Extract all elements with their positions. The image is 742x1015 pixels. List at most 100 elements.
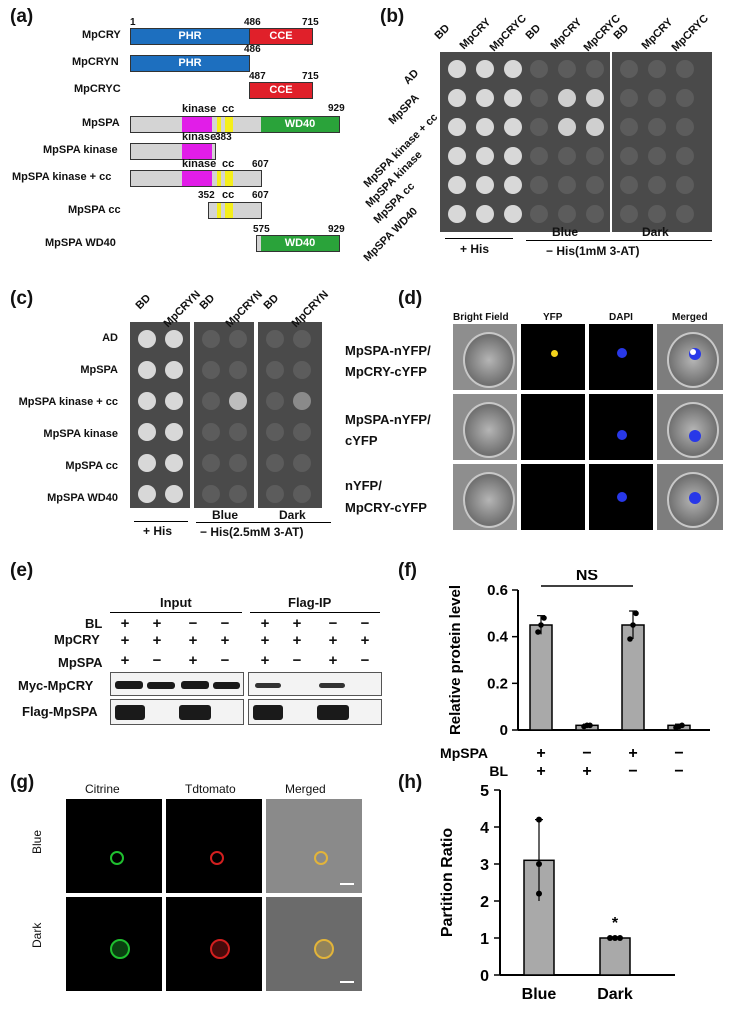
domain-row-label: MpSPA WD40 xyxy=(45,237,116,249)
mpspa-wd40-bar: WD40 xyxy=(256,235,340,252)
panel-label-g: (g) xyxy=(10,772,35,793)
row-label: MpSPA xyxy=(80,364,118,376)
column-label: MpCRYC xyxy=(669,12,711,55)
micrograph xyxy=(452,463,518,531)
yeast-spot xyxy=(620,205,638,223)
row-label: MpSPA cc xyxy=(65,460,118,472)
row-label: MpSPA kinase + cc xyxy=(18,396,118,408)
yeast-spot xyxy=(165,485,183,503)
domain-row-label: MpCRYC xyxy=(74,83,121,95)
sign-mark: − xyxy=(220,652,230,669)
panel-label-h: (h) xyxy=(398,772,423,793)
yeast-spot xyxy=(293,392,311,410)
yeast-spot xyxy=(138,330,156,348)
yeast-plate xyxy=(258,322,322,508)
micrograph xyxy=(165,798,263,894)
yeast-spot xyxy=(165,454,183,472)
yeast-spot xyxy=(165,392,183,410)
yeast-spot xyxy=(448,118,466,136)
mpspa-cc-bar xyxy=(208,202,262,219)
micrograph xyxy=(520,393,586,461)
sign-mark: − xyxy=(360,615,370,632)
yeast-spot xyxy=(202,485,220,503)
micrograph xyxy=(165,896,263,992)
cc-domain xyxy=(225,117,233,132)
yeast-plate xyxy=(440,52,528,232)
domain-label: CCE xyxy=(269,30,293,42)
panel-label-b: (b) xyxy=(380,6,405,27)
yeast-spot xyxy=(448,205,466,223)
yeast-spot xyxy=(165,361,183,379)
column-label: BD xyxy=(523,22,544,42)
x-tick-label: Blue xyxy=(522,986,557,1003)
yeast-spot xyxy=(530,176,548,194)
yeast-spot xyxy=(448,60,466,78)
yeast-spot xyxy=(138,361,156,379)
residue-number: 929 xyxy=(328,103,345,114)
yeast-spot xyxy=(165,330,183,348)
micrograph xyxy=(265,896,363,992)
cc-domain xyxy=(225,203,233,218)
scale-bar xyxy=(340,981,354,983)
sign-mark: + xyxy=(120,652,130,669)
residue-number: 607 xyxy=(252,190,269,201)
mpspa-bar: WD40 xyxy=(130,116,340,133)
panel-label-f: (f) xyxy=(398,560,417,581)
row-label: MpSPA xyxy=(386,91,422,127)
data-point xyxy=(541,615,547,621)
fluorescence-signal xyxy=(110,851,124,865)
yeast-spot xyxy=(648,205,666,223)
fluorescence-signal xyxy=(314,851,328,865)
yeast-spot xyxy=(202,454,220,472)
flag-ip-line xyxy=(250,612,380,613)
yeast-spot xyxy=(648,89,666,107)
cc-label: cc xyxy=(222,158,235,170)
column-label: Citrine xyxy=(85,782,120,796)
input-line xyxy=(110,612,242,613)
domain-row-label: MpSPA cc xyxy=(68,204,121,216)
yeast-spot xyxy=(620,89,638,107)
blue-label: Blue xyxy=(212,508,239,522)
sign-mark: − xyxy=(328,615,338,632)
residue-number: 486 xyxy=(244,44,261,55)
kinase-domain xyxy=(182,117,212,132)
domain-label: PHR xyxy=(178,57,202,69)
construct-label: MpCRY-cYFP xyxy=(345,500,427,515)
micrograph xyxy=(452,393,518,461)
bar xyxy=(621,624,645,731)
micrograph xyxy=(65,798,163,894)
yfp-signal xyxy=(551,350,558,357)
domain-row-label: MpCRY xyxy=(82,29,121,41)
yeast-spot xyxy=(293,361,311,379)
residue-number: 487 xyxy=(249,71,266,82)
yeast-spot xyxy=(530,89,548,107)
yeast-spot xyxy=(558,176,576,194)
dapi-signal xyxy=(617,492,627,502)
row-label: MpSPA kinase xyxy=(43,428,118,440)
yeast-spot xyxy=(476,176,494,194)
data-point xyxy=(587,722,593,729)
data-point xyxy=(617,935,623,941)
domain-row-label: MpSPA kinase + cc xyxy=(12,171,112,183)
yeast-spot xyxy=(229,392,247,410)
yeast-spot xyxy=(266,330,284,348)
yeast-spot xyxy=(530,205,548,223)
domain-label: CCE xyxy=(269,84,293,96)
sign-mark: + xyxy=(628,745,637,762)
yeast-spot xyxy=(586,205,604,223)
flag-input-blot xyxy=(110,699,244,725)
sign-mark: + xyxy=(536,745,545,762)
yeast-spot xyxy=(448,89,466,107)
myc-ip-blot xyxy=(248,672,382,696)
yeast-spot xyxy=(504,118,522,136)
input-label: Input xyxy=(160,595,192,610)
yeast-spot xyxy=(266,392,284,410)
yeast-spot xyxy=(504,89,522,107)
micrograph xyxy=(520,463,586,531)
domain-row-label: MpSPA xyxy=(82,117,120,129)
dapi-signal xyxy=(689,492,701,504)
residue-number: 383 xyxy=(215,132,232,143)
yeast-spot xyxy=(504,205,522,223)
yeast-spot xyxy=(229,423,247,441)
